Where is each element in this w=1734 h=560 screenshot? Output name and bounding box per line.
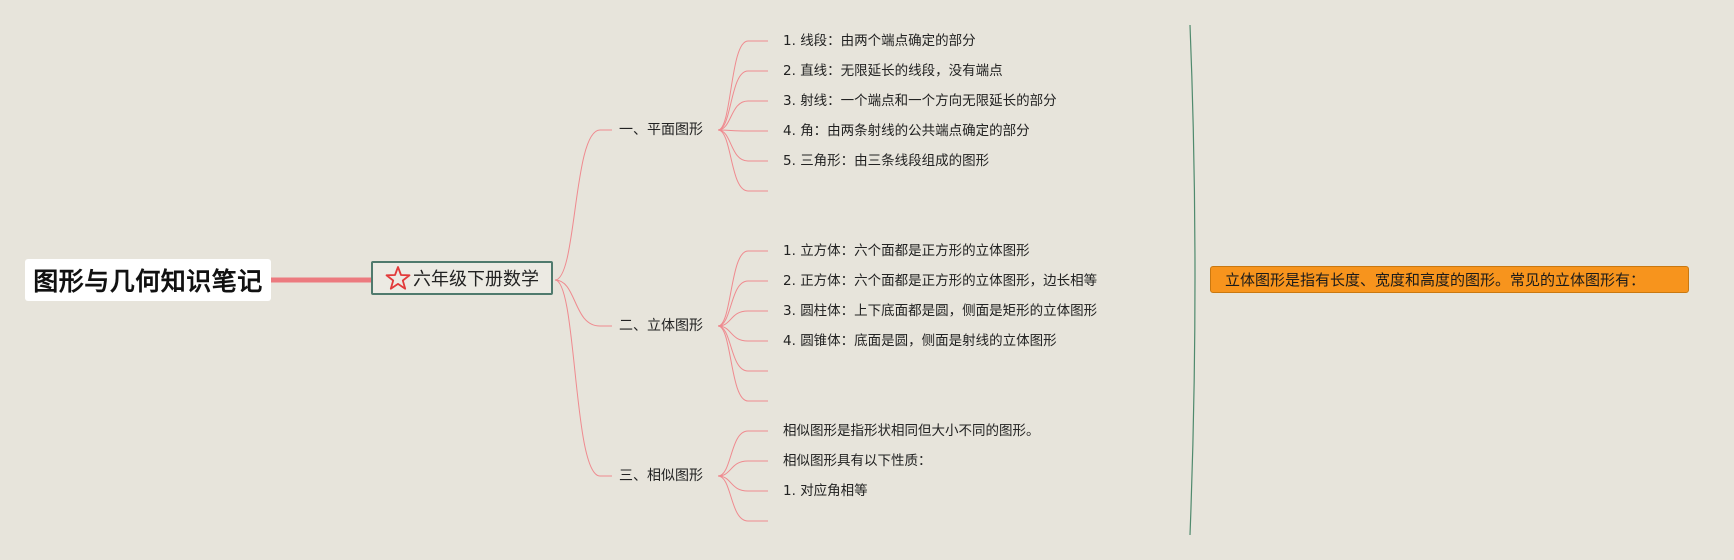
main-topic-label: 六年级下册数学	[413, 269, 539, 290]
leaf-connector	[717, 430, 768, 477]
summary-bracket	[1189, 24, 1196, 536]
item-text: 射线：一个端点和一个方向无限延长的部分	[800, 93, 1057, 109]
leaf-connector	[717, 129, 768, 162]
list-item[interactable]: 3. 射线：一个端点和一个方向无限延长的部分	[783, 92, 1057, 110]
item-text: 相似图形具有以下性质：	[783, 453, 932, 469]
item-text: 立方体：六个面都是正方形的立体图形	[800, 243, 1030, 259]
branch-plane-figures[interactable]: 一、平面图形	[619, 122, 703, 138]
item-text: 相似图形是指形状相同但大小不同的图形。	[783, 423, 1040, 439]
list-item[interactable]: 相似图形具有以下性质：	[783, 452, 932, 470]
item-number: 4.	[783, 333, 796, 349]
item-number: 2.	[783, 273, 796, 289]
list-item[interactable]: 2. 正方体：六个面都是正方形的立体图形，边长相等	[783, 272, 1097, 290]
item-text: 圆柱体：上下底面都是圆，侧面是矩形的立体图形	[800, 303, 1098, 319]
leaf-connector	[717, 325, 768, 402]
item-number: 1.	[783, 243, 796, 259]
item-number: 1.	[783, 33, 796, 49]
list-item[interactable]: 1. 立方体：六个面都是正方形的立体图形	[783, 242, 1030, 260]
leaf-connector	[717, 250, 768, 327]
item-text: 直线：无限延长的线段，没有端点	[800, 63, 1003, 79]
leaf-connector	[717, 325, 768, 372]
leaf-connector	[717, 460, 768, 477]
star-icon	[385, 266, 411, 290]
leaf-connector	[717, 100, 768, 131]
list-item[interactable]: 1. 线段：由两个端点确定的部分	[783, 32, 976, 50]
leaf-connector	[717, 310, 768, 327]
leaf-connector	[717, 325, 768, 342]
branch-connector	[554, 279, 612, 477]
leaf-connector	[717, 70, 768, 131]
leaf-connector	[717, 280, 768, 327]
item-text: 圆锥体：底面是圆，侧面是射线的立体图形	[800, 333, 1057, 349]
root-topic[interactable]: 图形与几何知识笔记	[25, 259, 271, 301]
item-text: 正方体：六个面都是正方形的立体图形，边长相等	[800, 273, 1098, 289]
item-number: 3.	[783, 303, 796, 319]
summary-topic[interactable]: 立体图形是指有长度、宽度和高度的图形。常见的立体图形有：	[1210, 266, 1689, 293]
leaf-connector	[717, 129, 768, 192]
branch-to-leaf-links	[717, 40, 768, 522]
item-text: 对应角相等	[800, 483, 868, 499]
leaf-connector	[717, 129, 768, 132]
branch-similar-figures[interactable]: 三、相似图形	[619, 468, 703, 484]
list-item[interactable]: 1. 对应角相等	[783, 482, 868, 500]
item-text: 三角形：由三条线段组成的图形	[800, 153, 990, 169]
item-number: 3.	[783, 93, 796, 109]
item-text: 线段：由两个端点确定的部分	[800, 33, 976, 49]
list-item[interactable]: 4. 角：由两条射线的公共端点确定的部分	[783, 122, 1030, 140]
list-item[interactable]: 3. 圆柱体：上下底面都是圆，侧面是矩形的立体图形	[783, 302, 1097, 320]
item-number: 2.	[783, 63, 796, 79]
main-to-branch-links	[554, 129, 612, 477]
item-number: 4.	[783, 123, 796, 139]
branch-connector	[554, 129, 612, 281]
item-number: 5.	[783, 153, 796, 169]
item-text: 角：由两条射线的公共端点确定的部分	[800, 123, 1030, 139]
leaf-connector	[717, 475, 768, 492]
item-number: 1.	[783, 483, 796, 499]
main-topic[interactable]: 六年级下册数学	[371, 261, 553, 295]
list-item[interactable]: 4. 圆锥体：底面是圆，侧面是射线的立体图形	[783, 332, 1057, 350]
branch-solid-figures[interactable]: 二、立体图形	[619, 318, 703, 334]
list-item[interactable]: 5. 三角形：由三条线段组成的图形	[783, 152, 989, 170]
list-item[interactable]: 2. 直线：无限延长的线段，没有端点	[783, 62, 1003, 80]
branch-connector	[554, 279, 612, 327]
leaf-connector	[717, 40, 768, 131]
leaf-connector	[717, 475, 768, 522]
list-item[interactable]: 相似图形是指形状相同但大小不同的图形。	[783, 422, 1040, 440]
